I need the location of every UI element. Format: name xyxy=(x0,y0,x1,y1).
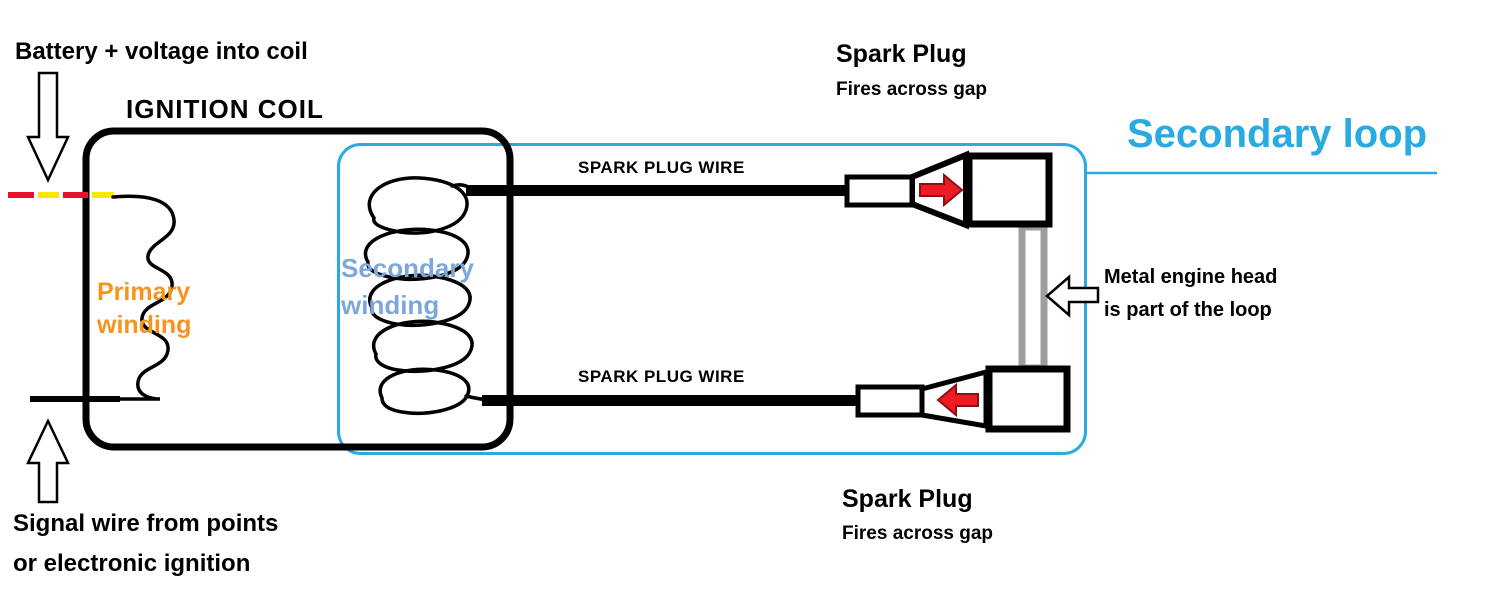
spark-plug-top-subtitle: Fires across gap xyxy=(836,79,988,100)
signal-wire-label-line2: or electronic ignition xyxy=(13,550,251,577)
up-arrow-icon xyxy=(26,418,70,504)
spark-plug-bottom-terminal xyxy=(855,384,925,418)
spark-plug-wire-bottom-label: SPARK PLUG WIRE xyxy=(578,367,745,386)
secondary-loop-title: Secondary loop xyxy=(1127,112,1428,156)
signal-wire-label-line1: Signal wire from points xyxy=(13,510,279,537)
spark-plug-wire-bottom-line xyxy=(482,395,860,406)
spark-plug-bottom-insulator xyxy=(919,368,989,429)
left-arrow-icon xyxy=(1045,274,1100,318)
battery-wire-yellow-dash xyxy=(38,192,59,198)
ignition-coil-title: IGNITION COIL xyxy=(126,94,324,124)
battery-wire-yellow-dash xyxy=(92,192,114,198)
secondary-winding-label: Secondary winding xyxy=(341,253,474,320)
secondary-winding-loop xyxy=(378,367,471,415)
battery-wire-red-dash xyxy=(63,192,88,198)
engine-head-label-line1: Metal engine head xyxy=(1104,266,1278,288)
down-arrow-icon xyxy=(26,71,70,183)
spark-plug-bottom-assembly xyxy=(855,365,1071,433)
spark-plug-top-assembly xyxy=(844,150,1053,230)
battery-wire-dashed xyxy=(8,192,114,198)
secondary-winding-loop xyxy=(372,319,474,373)
spark-plug-bottom-title: Spark Plug xyxy=(842,485,973,513)
spark-plug-top-title: Spark Plug xyxy=(836,40,967,68)
spark-plug-bottom-body xyxy=(985,365,1071,433)
secondary-winding-lead-top xyxy=(450,183,474,192)
battery-voltage-label: Battery + voltage into coil xyxy=(15,38,308,65)
red-right-arrow-icon xyxy=(919,172,964,208)
spark-plug-top-insulator xyxy=(909,150,969,230)
spark-plug-top-terminal xyxy=(844,174,915,208)
engine-head-label-line2: is part of the loop xyxy=(1104,299,1272,321)
spark-plug-bottom-subtitle: Fires across gap xyxy=(842,523,994,544)
engine-head-label: Metal engine head is part of the loop xyxy=(1104,261,1277,327)
battery-wire-red-dash xyxy=(8,192,34,198)
signal-wire-line xyxy=(30,396,120,402)
secondary-winding-lead-bottom xyxy=(464,394,490,402)
red-left-arrow-icon xyxy=(936,382,979,418)
engine-head-bar xyxy=(1018,223,1048,372)
primary-winding-label: Primary winding xyxy=(97,278,192,339)
secondary-winding-loop xyxy=(367,176,469,235)
spark-plug-top-body xyxy=(965,152,1053,228)
spark-plug-wire-top-line xyxy=(466,185,848,196)
spark-plug-wire-top-label: SPARK PLUG WIRE xyxy=(578,158,745,177)
signal-wire-label: Signal wire from points or electronic ig… xyxy=(13,504,278,584)
